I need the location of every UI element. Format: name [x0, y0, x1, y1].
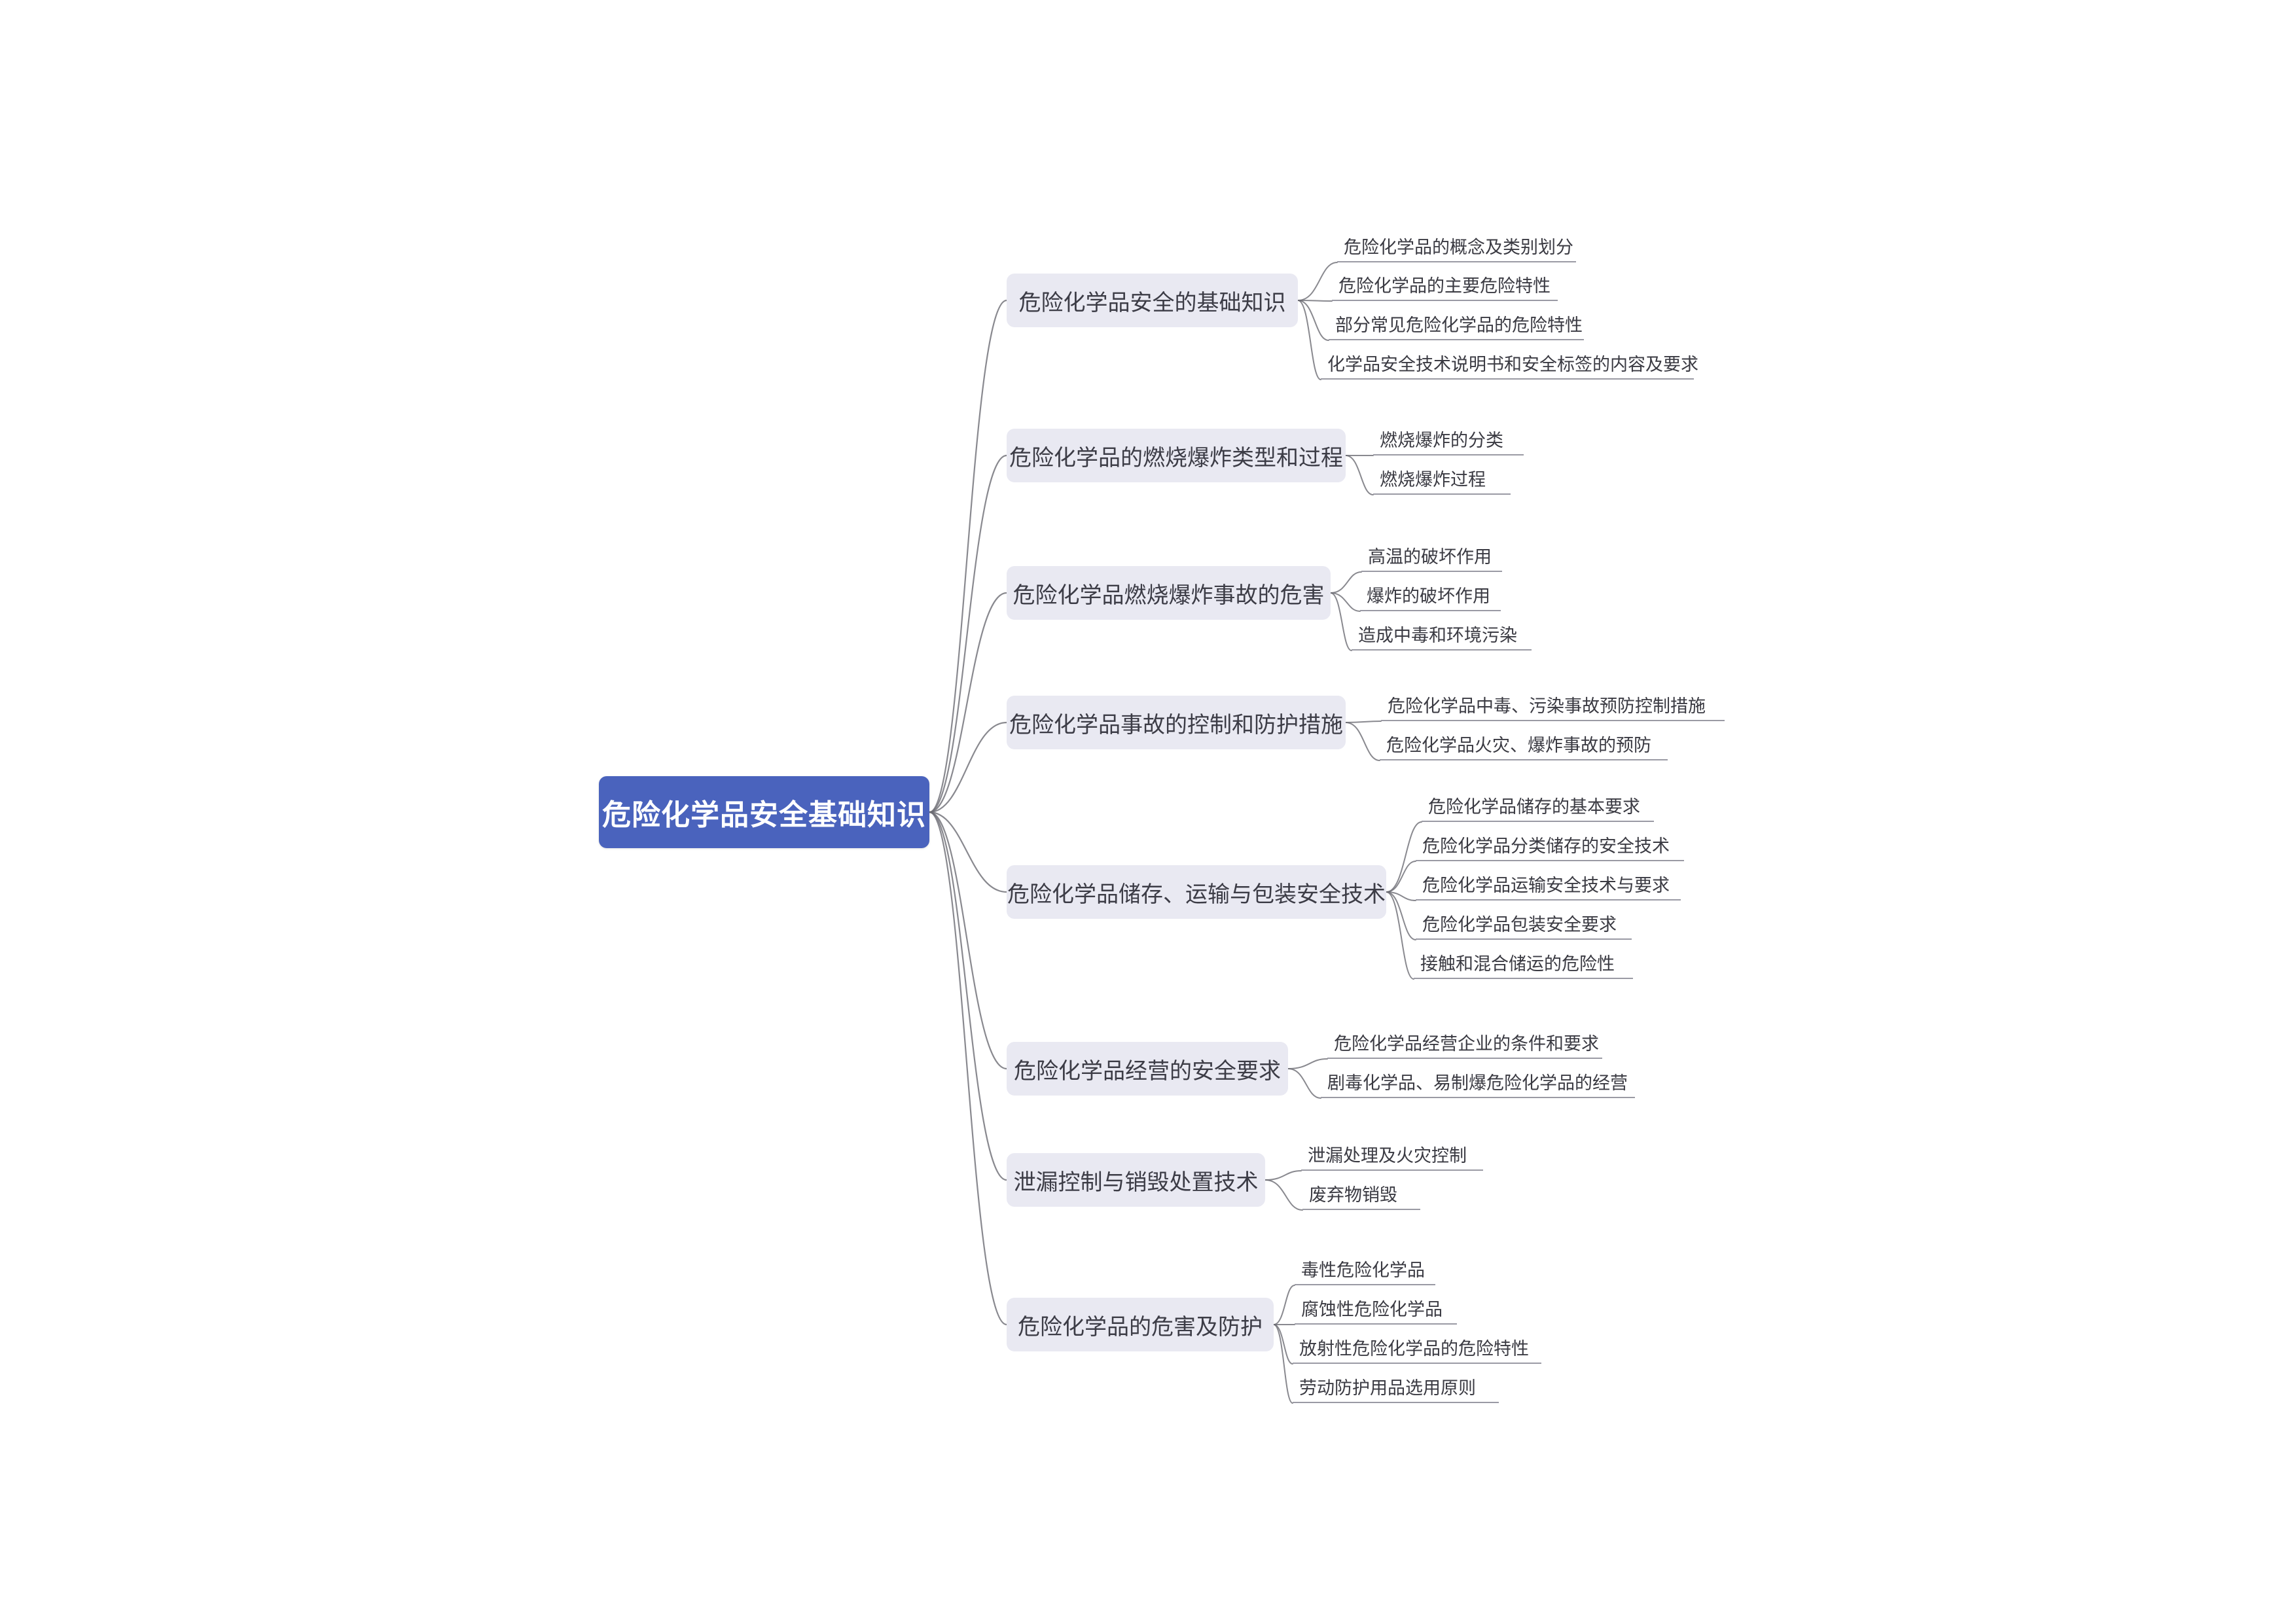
- topic-node-5[interactable]: 危险化学品储存、运输与包装安全技术: [1007, 865, 1386, 919]
- topic-node-7[interactable]: 泄漏控制与销毁处置技术: [1007, 1153, 1265, 1207]
- leaf-node-1-1[interactable]: 危险化学品的概念及类别划分: [1337, 226, 1576, 262]
- leaf-node-8-3[interactable]: 放射性危险化学品的危险特性: [1293, 1327, 1541, 1364]
- leaf-node-3-1[interactable]: 高温的破坏作用: [1361, 535, 1502, 572]
- leaf-node-5-3[interactable]: 危险化学品运输安全技术与要求: [1416, 864, 1681, 901]
- leaf-node-6-1[interactable]: 危险化学品经营企业的条件和要求: [1327, 1022, 1602, 1059]
- leaf-node-8-4[interactable]: 劳动防护用品选用原则: [1293, 1366, 1499, 1403]
- leaf-node-5-5[interactable]: 接触和混合储运的危险性: [1414, 942, 1633, 979]
- topic-node-3[interactable]: 危险化学品燃烧爆炸事故的危害: [1007, 566, 1331, 620]
- topic-node-1[interactable]: 危险化学品安全的基础知识: [1007, 274, 1298, 327]
- leaf-node-1-3[interactable]: 部分常见危险化学品的危险特性: [1329, 304, 1584, 340]
- topic-node-4[interactable]: 危险化学品事故的控制和防护措施: [1007, 696, 1346, 749]
- leaf-node-6-2[interactable]: 剧毒化学品、易制爆危险化学品的经营: [1321, 1061, 1635, 1098]
- leaf-node-7-2[interactable]: 废弃物销毁: [1302, 1173, 1420, 1210]
- leaf-node-3-2[interactable]: 爆炸的破坏作用: [1360, 575, 1501, 611]
- topic-node-6[interactable]: 危险化学品经营的安全要求: [1007, 1042, 1288, 1096]
- leaf-node-8-1[interactable]: 毒性危险化学品: [1295, 1249, 1435, 1285]
- leaf-node-2-2[interactable]: 燃烧爆炸过程: [1373, 458, 1511, 495]
- leaf-node-4-2[interactable]: 危险化学品火灾、爆炸事故的预防: [1380, 724, 1668, 760]
- leaf-node-7-1[interactable]: 泄漏处理及火灾控制: [1301, 1134, 1483, 1171]
- leaf-node-5-1[interactable]: 危险化学品储存的基本要求: [1422, 785, 1654, 822]
- root-node[interactable]: 危险化学品安全基础知识: [599, 776, 929, 848]
- leaf-node-2-1[interactable]: 燃烧爆炸的分类: [1373, 419, 1524, 455]
- leaf-node-5-4[interactable]: 危险化学品包装安全要求: [1416, 903, 1632, 940]
- leaf-node-1-2[interactable]: 危险化学品的主要危险特性: [1332, 264, 1558, 301]
- leaf-node-1-4[interactable]: 化学品安全技术说明书和安全标签的内容及要求: [1321, 343, 1698, 380]
- topic-node-8[interactable]: 危险化学品的危害及防护: [1007, 1298, 1274, 1351]
- leaf-node-3-3[interactable]: 造成中毒和环境污染: [1352, 614, 1532, 651]
- leaf-node-8-2[interactable]: 腐蚀性危险化学品: [1295, 1288, 1457, 1325]
- leaf-node-5-2[interactable]: 危险化学品分类储存的安全技术: [1416, 825, 1684, 861]
- topic-node-2[interactable]: 危险化学品的燃烧爆炸类型和过程: [1007, 429, 1346, 482]
- leaf-node-4-1[interactable]: 危险化学品中毒、污染事故预防控制措施: [1381, 685, 1725, 721]
